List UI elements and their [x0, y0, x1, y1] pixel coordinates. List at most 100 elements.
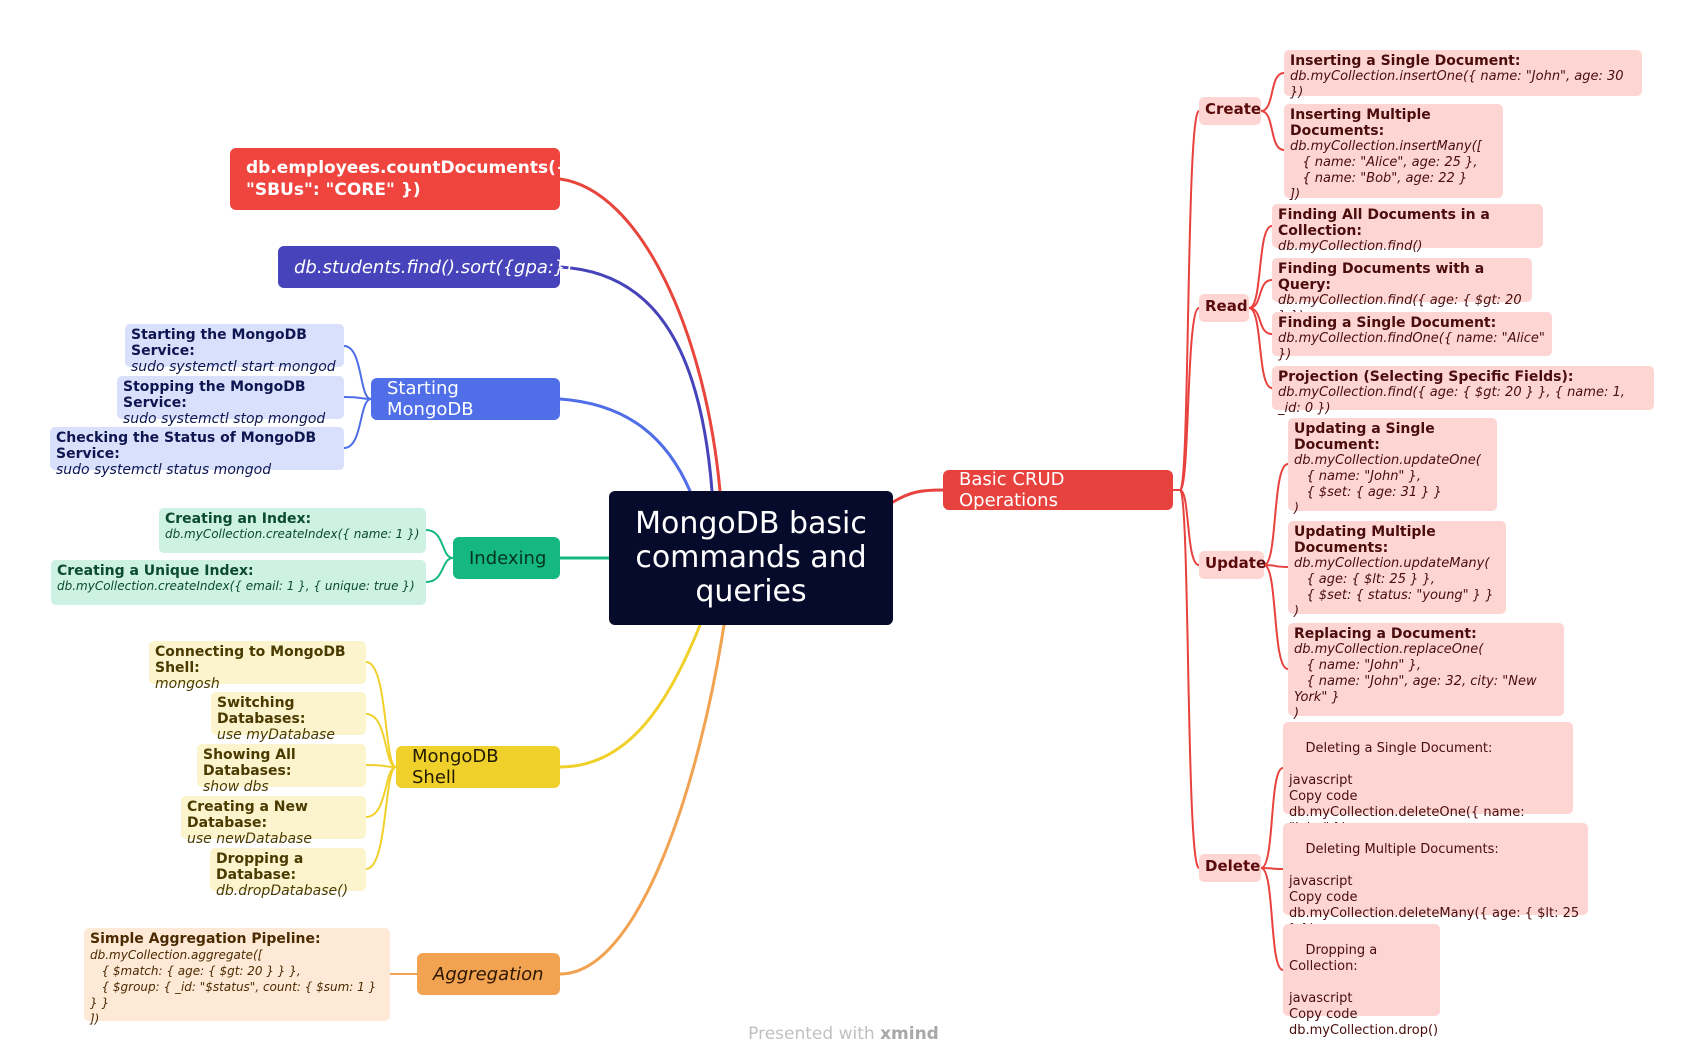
- link-crud-label-0: [1179, 110, 1200, 491]
- link-shell-item-1: [365, 713, 397, 768]
- link-update-item-0: [1263, 463, 1289, 566]
- link-delete-item-0: [1260, 767, 1284, 869]
- link-read-item-3: [1248, 307, 1273, 389]
- item-code: use newDatabase: [187, 831, 312, 847]
- aggregation-topic[interactable]: Aggregation: [417, 953, 560, 995]
- item-code: db.myCollection.createIndex({ email: 1 }…: [57, 579, 415, 593]
- crud-read-label[interactable]: Read: [1199, 294, 1249, 322]
- find-one-item[interactable]: Finding a Single Document: db.myCollecti…: [1272, 312, 1552, 362]
- item-code: db.myCollection.insertMany([ { name: "Al…: [1290, 139, 1482, 202]
- xmind-brand: xmind: [880, 1024, 939, 1044]
- item-code: sudo systemctl stop mongod: [123, 411, 326, 427]
- mongodb-shell-label: MongoDB Shell: [412, 746, 499, 788]
- link-delete-item-1: [1260, 867, 1284, 870]
- item-title: Inserting a Single Document:: [1290, 53, 1521, 69]
- link-indexing-item-0: [425, 529, 454, 559]
- switch-db-item[interactable]: Switching Databases: use myDatabase: [211, 692, 366, 743]
- basic-crud-label: Basic CRUD Operations: [959, 469, 1065, 511]
- link-aggregation: [558, 623, 726, 976]
- item-title: Inserting Multiple Documents:: [1290, 107, 1431, 139]
- central-topic[interactable]: MongoDB basic commands and queries: [609, 491, 893, 625]
- item-title: Finding a Single Document:: [1278, 315, 1497, 331]
- link-indexing-item-1: [425, 557, 454, 583]
- insert-many-item[interactable]: Inserting Multiple Documents: db.myColle…: [1284, 104, 1503, 202]
- item-code: db.myCollection.updateMany( { age: { $lt…: [1294, 556, 1494, 619]
- projection-item[interactable]: Projection (Selecting Specific Fields): …: [1272, 366, 1654, 416]
- item-title: Updating a Single Document:: [1294, 421, 1435, 453]
- link-create-item-0: [1260, 72, 1285, 112]
- item-title: Switching Databases:: [217, 695, 306, 727]
- link-shell-item-0: [365, 661, 397, 768]
- link-crud-label-1: [1179, 307, 1200, 491]
- item-code: db.dropDatabase(): [216, 883, 349, 899]
- item-code: show dbs: [203, 779, 269, 795]
- crud-update-label[interactable]: Update: [1199, 551, 1267, 579]
- starting-service-item[interactable]: Starting the MongoDB Service: sudo syste…: [125, 324, 344, 375]
- create-unique-index-item[interactable]: Creating a Unique Index: db.myCollection…: [51, 560, 426, 605]
- item-code: db.myCollection.insertOne({ name: "John"…: [1290, 69, 1624, 100]
- crud-create-label[interactable]: Create: [1199, 97, 1261, 125]
- item-code: db.myCollection.find({ age: { $gt: 20 } …: [1278, 385, 1625, 416]
- link-starting-item-2: [343, 398, 372, 449]
- item-title: Finding Documents with a Query:: [1278, 261, 1485, 293]
- update-text: Update: [1205, 554, 1267, 572]
- crud-delete-label[interactable]: Delete: [1199, 854, 1261, 882]
- item-title: Showing All Databases:: [203, 747, 296, 779]
- status-service-item[interactable]: Checking the Status of MongoDB Service: …: [50, 427, 344, 478]
- basic-crud-topic[interactable]: Basic CRUD Operations: [943, 469, 1173, 511]
- item-title: Creating a Unique Index:: [57, 563, 254, 579]
- footer-prefix: Presented with: [748, 1024, 881, 1044]
- item-code: use myDatabase: [217, 727, 335, 743]
- update-one-item[interactable]: Updating a Single Document: db.myCollect…: [1288, 418, 1497, 516]
- link-read-item-2: [1248, 307, 1273, 335]
- update-many-item[interactable]: Updating Multiple Documents: db.myCollec…: [1288, 521, 1506, 619]
- item-code: db.myCollection.createIndex({ name: 1 }): [165, 527, 420, 541]
- item-title: Projection (Selecting Specific Fields):: [1278, 369, 1574, 385]
- read-text: Read: [1205, 297, 1248, 315]
- link-basic-crud: [891, 488, 945, 504]
- indexing-topic[interactable]: Indexing: [453, 537, 560, 579]
- item-code: db.myCollection.aggregate([ { $match: { …: [90, 948, 377, 1026]
- item-code: sudo systemctl start mongod: [131, 359, 336, 375]
- link-shell-item-4: [365, 766, 397, 870]
- drop-db-item[interactable]: Dropping a Database: db.dropDatabase(): [210, 848, 366, 899]
- link-starting-item-0: [343, 345, 372, 400]
- delete-many-item[interactable]: Deleting Multiple Documents: javascript …: [1283, 823, 1588, 937]
- drop-collection-item[interactable]: Dropping a Collection: javascript Copy c…: [1283, 924, 1440, 1038]
- link-read-item-0: [1248, 225, 1273, 309]
- link-crud-label-2: [1179, 489, 1200, 566]
- link-crud-label-3: [1179, 489, 1200, 869]
- new-db-item[interactable]: Creating a New Database: use newDatabase: [181, 796, 366, 847]
- item-code: sudo systemctl status mongod: [56, 462, 272, 478]
- item-text: Dropping a Collection: javascript Copy c…: [1289, 943, 1439, 1038]
- item-code: db.myCollection.find(): [1278, 239, 1423, 254]
- connect-shell-item[interactable]: Connecting to MongoDB Shell: mongosh: [149, 641, 366, 692]
- delete-one-item[interactable]: Deleting a Single Document: javascript C…: [1283, 722, 1573, 836]
- show-dbs-item[interactable]: Showing All Databases: show dbs: [197, 744, 366, 795]
- link-starting-mongodb: [558, 397, 692, 493]
- mongodb-shell-topic[interactable]: MongoDB Shell: [396, 746, 560, 788]
- find-sort-topic[interactable]: db.students.find().sort({gpa:}): [278, 246, 572, 288]
- aggregation-label: Aggregation: [433, 963, 544, 985]
- item-title: Starting the MongoDB Service:: [131, 327, 307, 359]
- item-code: db.myCollection.findOne({ name: "Alice" …: [1278, 331, 1545, 362]
- link-mongodb-shell: [558, 623, 702, 769]
- link-update-item-2: [1263, 564, 1289, 670]
- find-query-item[interactable]: Finding Documents with a Query: db.myCol…: [1272, 258, 1532, 324]
- item-title: Replacing a Document:: [1294, 626, 1477, 642]
- find-all-item[interactable]: Finding All Documents in a Collection: d…: [1272, 204, 1543, 254]
- item-title: Checking the Status of MongoDB Service:: [56, 430, 317, 462]
- xmind-footer: Presented with xmind: [0, 1024, 1687, 1044]
- item-code: db.myCollection.updateOne( { name: "John…: [1294, 453, 1481, 516]
- item-title: Stopping the MongoDB Service:: [123, 379, 306, 411]
- item-title: Updating Multiple Documents:: [1294, 524, 1436, 556]
- insert-one-item[interactable]: Inserting a Single Document: db.myCollec…: [1284, 50, 1642, 100]
- count-documents-topic[interactable]: db.employees.countDocuments({ "SBUs": "C…: [230, 148, 568, 210]
- aggregation-pipeline-item[interactable]: Simple Aggregation Pipeline: db.myCollec…: [84, 928, 390, 1026]
- replace-one-item[interactable]: Replacing a Document: db.myCollection.re…: [1288, 623, 1564, 721]
- link-find-sort: [558, 265, 714, 493]
- create-index-item[interactable]: Creating an Index: db.myCollection.creat…: [159, 508, 426, 553]
- starting-mongodb-topic[interactable]: Starting MongoDB: [371, 378, 560, 420]
- stopping-service-item[interactable]: Stopping the MongoDB Service: sudo syste…: [117, 376, 344, 427]
